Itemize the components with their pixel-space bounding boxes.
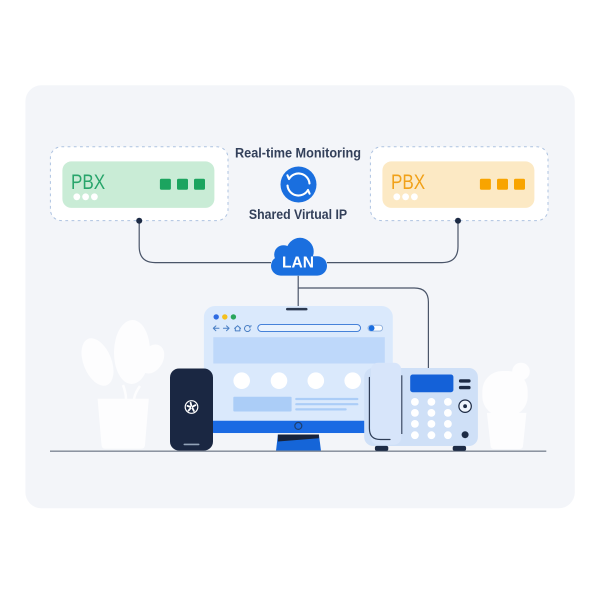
svg-text:Real-time Monitoring: Real-time Monitoring: [235, 146, 361, 161]
svg-text:PBX: PBX: [71, 170, 105, 194]
svg-text:LAN: LAN: [282, 254, 314, 271]
svg-text:Shared Virtual IP: Shared Virtual IP: [249, 207, 347, 222]
svg-text:PBX: PBX: [391, 170, 425, 194]
